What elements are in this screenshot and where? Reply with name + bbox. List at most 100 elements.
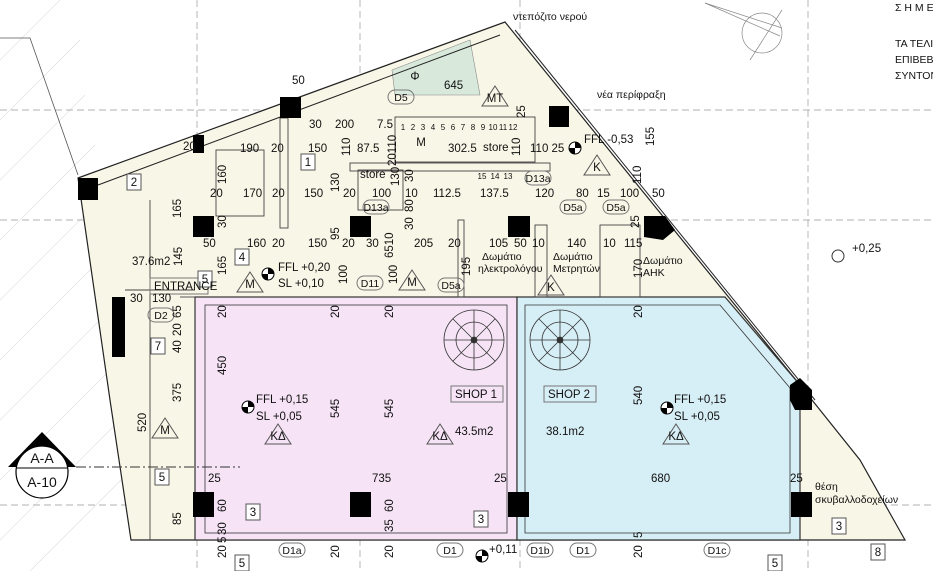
door-tag-outline [437,277,465,293]
stair-step-number: 15 [478,172,487,181]
dimension-label: 190 [240,143,259,155]
dimension-label: 20 [633,305,645,318]
dimension-label: 200 [335,119,354,131]
room-label: θέση [815,481,838,493]
reference-box [150,337,166,355]
dimension-label: 205 [414,238,433,250]
dimension-label: 50 [203,238,216,250]
finish-triangle-icon [537,274,565,296]
dimension-label: 35 [384,519,396,532]
level-ffl: FFL +0,15 [256,394,308,406]
dimension-label: 30 [217,215,229,228]
dimension-label: 165 [217,256,229,275]
stair-step-number: 9 [481,123,486,132]
dimension-label: 20110 [387,135,399,166]
dimension-label: 450 [217,356,229,375]
dimension-label: 30 [217,522,229,535]
dimension-label: 30 [366,238,379,250]
room-label: Μετρητών [553,263,600,275]
level-datum-icon [568,141,582,155]
dimension-label: 105 [489,238,508,250]
section-label-bottom: A-10 [27,474,57,490]
room-label: Δωμάτιο [643,255,683,267]
dimension-label: 520 [137,413,149,432]
dimension-label: 20 [342,238,355,250]
dimension-label: 20 [210,188,223,200]
finish-code: Φ [410,71,419,83]
stair-step-number: 6 [451,123,456,132]
dimension-label: 130 [390,167,402,186]
dimension-label: 540 [633,386,645,405]
dimension-label: 5 [633,532,645,538]
dimension-label: 60 [384,499,396,512]
dimension-label: 50 [514,238,527,250]
door-tag: D1c [708,545,727,557]
spiral-stair-shop1 [443,309,505,371]
level-datum-icon [261,267,275,281]
stair-step-number: 5 [441,123,446,132]
dimension-label: 165 [172,199,184,218]
finish-code: M [245,279,255,291]
dimension-label: 30 [130,293,143,305]
door-tag: D1 [443,545,457,557]
level-sl: SL +0,05 [674,411,720,423]
finish-triangle-icon [481,85,509,107]
finish-code: M [160,425,170,437]
dimension-label: 10 [405,188,418,200]
room-label: σκυβαλλοδοχείων [815,494,898,506]
door-tag: D1b [530,545,549,557]
room-label: ηλεκτρολόγου [478,263,543,275]
level-datum-icon [475,549,489,563]
dimension-label: 160 [247,238,266,250]
reference-box [234,248,250,266]
room-label: 43.5m2 [455,426,493,438]
stair-step-number: 4 [431,123,436,132]
dimension-label: 155 [645,127,657,146]
dimension-label: 130 [152,293,171,305]
dimension-label: 20 [217,305,229,318]
dimension-label: 115 [624,238,642,250]
dimension-label: 20 [272,188,285,200]
dimension-label: 25 [790,473,803,485]
dimension-label: 110 [511,138,523,156]
door-tag: D5a [563,202,582,214]
dimension-label: 20 [271,143,284,155]
door-tag-outline [278,542,306,558]
finish-code: ΚΔ [432,431,448,443]
finish-code: M [416,137,426,149]
dimension-label: 50 [652,188,665,200]
dimension-label: 20 [172,323,184,336]
dimension-label: 20 [633,545,645,558]
dimension-label: 20 [384,545,396,558]
dimension-label: 545 [330,399,342,418]
level-sl: SL +0,05 [256,411,302,423]
dimension-label: 20 [217,545,229,558]
finish-code: K [547,282,555,294]
reference-number: 3 [250,507,256,519]
water-tank-callout: ντεπόζιτο νερού [513,11,587,23]
dimension-label: 6510 [384,232,396,258]
dimension-label: 80 [576,188,589,200]
new-fence-callout: νέα περίφραξη [597,89,666,101]
dimension-label: 680 [651,473,670,485]
room-label-box [450,385,504,403]
dimension-label: 40 [172,340,184,353]
dimension-label: 60 [217,499,229,512]
level-ffl: FFL +0,20 [278,262,330,274]
dimension-label: 30 [404,217,416,230]
dimension-label: 25 [208,473,221,485]
stair-step-number: 14 [491,172,500,181]
door-tag-outline [524,170,552,186]
dimension-label: 7.5 [377,119,393,131]
spiral-stair-shop2 [529,309,591,371]
dimension-label: 150 [308,143,327,155]
level-sl: SL +0,10 [278,278,324,290]
dimension-label: 100 [620,188,639,200]
dimension-label: 20 [343,188,356,200]
door-tag-outline [356,275,384,291]
room-label-box [543,385,597,403]
dimension-label: 50 [292,75,305,87]
door-tag: D1a [282,545,301,557]
level-street: +0,11 [489,544,517,556]
dimension-label: 150 [308,238,327,250]
